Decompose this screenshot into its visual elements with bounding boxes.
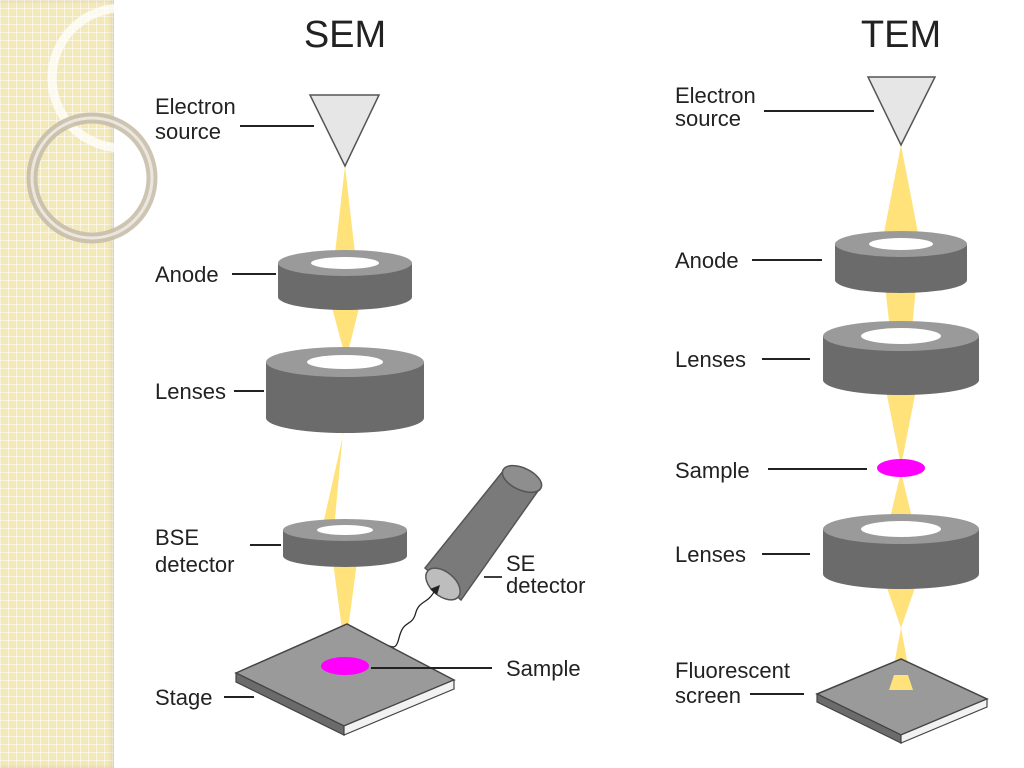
sem-sample-spot (321, 657, 369, 675)
tem-upper-lens-ring (823, 321, 979, 395)
tem-sample-spot (877, 459, 925, 477)
tem-fluorescent-screen (815, 658, 989, 744)
tem-upper-lenses-label: Lenses (675, 347, 746, 372)
decorative-rings (26, 3, 197, 244)
tem-lower-lens-ring (823, 514, 979, 589)
sem-se-detector-label: SE detector (506, 551, 586, 598)
tem-sample-label: Sample (675, 458, 750, 483)
tem-electron-source-cone (866, 76, 937, 147)
sem-bse-detector-label: BSE detector (155, 525, 235, 577)
sem-sample-label: Sample (506, 656, 581, 681)
sem-title: SEM (304, 14, 386, 56)
sem-se-detector-cylinder (423, 464, 543, 602)
sem-diagram: SEM Electron source Anode (155, 14, 586, 736)
sem-electron-beam (322, 166, 361, 652)
tem-title: TEM (861, 14, 941, 56)
tem-anode-ring (835, 231, 967, 293)
tem-fluorescent-screen-label: Fluorescent screen (675, 658, 796, 708)
sem-lens-ring (266, 347, 424, 433)
sem-stage-label: Stage (155, 685, 213, 710)
tem-electron-source-label: Electron source (675, 83, 762, 131)
sem-stage (234, 623, 456, 736)
sem-electron-source-cone (308, 94, 381, 168)
sem-lenses-label: Lenses (155, 379, 226, 404)
sem-electron-source-label: Electron source (155, 94, 242, 144)
tem-diagram: TEM Electron source (675, 14, 989, 744)
tem-electron-beam (882, 145, 920, 692)
tem-beam-on-screen (889, 675, 913, 690)
sem-anode-ring (278, 250, 412, 310)
sem-anode-label: Anode (155, 262, 219, 287)
sem-secondary-electron-arrowhead (430, 585, 440, 595)
sem-bse-detector-ring (283, 519, 407, 567)
tem-lower-lenses-label: Lenses (675, 542, 746, 567)
tem-anode-label: Anode (675, 248, 739, 273)
